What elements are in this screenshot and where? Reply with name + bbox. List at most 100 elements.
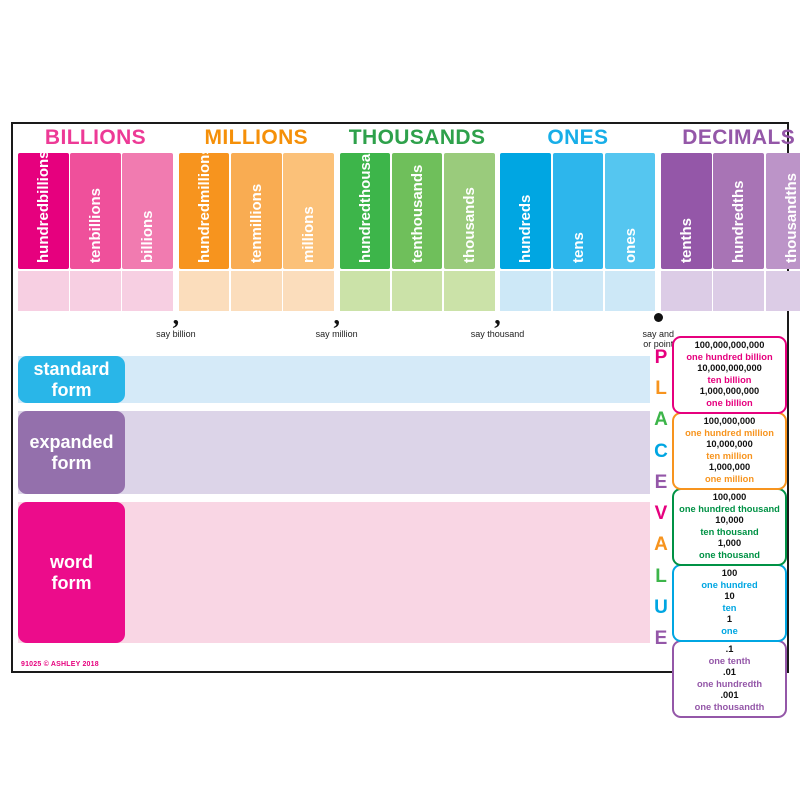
column-label-line1: ones bbox=[621, 227, 639, 263]
write-in-cell[interactable] bbox=[604, 271, 656, 311]
group-label-ones: ONES bbox=[547, 126, 609, 149]
place-value-column-hundreds[interactable]: hundreds bbox=[500, 153, 551, 269]
place-value-column-thousandths[interactable]: thousandths bbox=[765, 153, 800, 269]
legend-words: ten thousand bbox=[700, 526, 759, 537]
form-label-line2: form bbox=[51, 379, 92, 400]
column-label-line2: billions bbox=[87, 188, 105, 241]
marker-comma: ,say billion bbox=[131, 303, 221, 340]
marker-caption: say billion bbox=[156, 329, 196, 339]
legend-words: ten billion bbox=[707, 374, 752, 385]
legend-words: one thousandth bbox=[694, 701, 765, 712]
marker-caption-line2: or point bbox=[643, 339, 674, 349]
write-in-cell[interactable] bbox=[444, 271, 495, 311]
place-value-column-thousands[interactable]: thousands bbox=[444, 153, 495, 269]
decimal-point-icon bbox=[653, 313, 663, 322]
column-label-line1: hundred bbox=[195, 203, 213, 263]
place-value-letter: U bbox=[654, 596, 668, 618]
column-label-line2: billions bbox=[35, 153, 52, 203]
form-label-line1: standard bbox=[33, 358, 110, 379]
legend-words: one hundredth bbox=[696, 678, 763, 689]
column-label-line1: hundred bbox=[356, 203, 374, 263]
legend-words: one million bbox=[704, 473, 755, 484]
column-label-line1: tenths bbox=[678, 218, 696, 263]
column-label-line1: thousands bbox=[461, 187, 478, 263]
column-label: ones bbox=[605, 153, 656, 269]
place-value-column-hundredths[interactable]: hundredths bbox=[713, 153, 764, 269]
place-value-column-tenths[interactable]: tenths bbox=[661, 153, 712, 269]
column-label-line2: millions bbox=[248, 183, 265, 241]
legend-number: 1,000,000 bbox=[708, 462, 751, 472]
form-label-line1: word bbox=[50, 551, 93, 572]
copyright-notice: 91025 © ASHLEY 2018 bbox=[21, 661, 99, 668]
legend-words: one thousand bbox=[699, 549, 760, 560]
write-in-cell[interactable] bbox=[500, 271, 551, 311]
column-label: tens bbox=[553, 153, 604, 269]
legend-number: 1,000,000,000 bbox=[699, 386, 760, 396]
write-in-cell[interactable] bbox=[122, 271, 173, 311]
column-label-line1: hundredths bbox=[730, 180, 748, 264]
legend-words: one hundred thousand bbox=[679, 503, 780, 514]
write-in-cell[interactable] bbox=[70, 271, 121, 311]
write-in-cell[interactable] bbox=[18, 271, 69, 311]
write-in-cell[interactable] bbox=[178, 271, 230, 311]
place-value-letter: P bbox=[654, 347, 668, 368]
place-value-column-ones[interactable]: ones bbox=[604, 153, 656, 269]
write-in-cell[interactable] bbox=[552, 271, 604, 311]
place-value-column-millions[interactable]: millions bbox=[283, 153, 334, 269]
write-in-cell[interactable] bbox=[283, 271, 334, 311]
column-label-line1: ten bbox=[87, 240, 105, 264]
group-label-decimals: DECIMALS bbox=[682, 126, 796, 149]
legend-words: ten bbox=[722, 602, 737, 613]
column-label: hundreds bbox=[500, 153, 551, 269]
legend-words: one tenth bbox=[708, 655, 751, 666]
column-label: thousandths bbox=[766, 153, 800, 269]
marker-caption: say million bbox=[315, 329, 358, 339]
place-value-column-tens[interactable]: tens bbox=[552, 153, 604, 269]
legend-number: 10,000 bbox=[715, 515, 744, 525]
write-in-cell[interactable] bbox=[339, 271, 391, 311]
form-label-line2: form bbox=[51, 452, 92, 473]
marker-caption: say thousand bbox=[470, 329, 525, 339]
place-value-letter: L bbox=[655, 565, 667, 587]
column-label: thousands bbox=[444, 153, 495, 269]
legend-number: 1,000 bbox=[717, 538, 742, 548]
write-in-cell[interactable] bbox=[661, 271, 712, 311]
legend-number: 10 bbox=[724, 591, 735, 601]
place-value-column-billions[interactable]: billions bbox=[122, 153, 173, 269]
marker-caption-line1: say and bbox=[642, 329, 675, 339]
place-value-letter: C bbox=[654, 440, 668, 462]
write-in-cell[interactable] bbox=[713, 271, 764, 311]
marker-comma: ,say million bbox=[292, 303, 382, 340]
legend-number: .01 bbox=[723, 667, 736, 677]
form-label-line2: form bbox=[51, 572, 92, 593]
column-label-line1: hundred bbox=[35, 203, 52, 263]
write-in-cell[interactable] bbox=[391, 271, 443, 311]
write-in-cell[interactable] bbox=[231, 271, 282, 311]
column-label-line2: thousands bbox=[408, 164, 426, 241]
legend-words: one bbox=[721, 625, 738, 636]
column-label-line1: millions bbox=[300, 206, 318, 263]
column-label-line1: billions bbox=[139, 210, 157, 264]
write-in-cell[interactable] bbox=[765, 271, 800, 311]
